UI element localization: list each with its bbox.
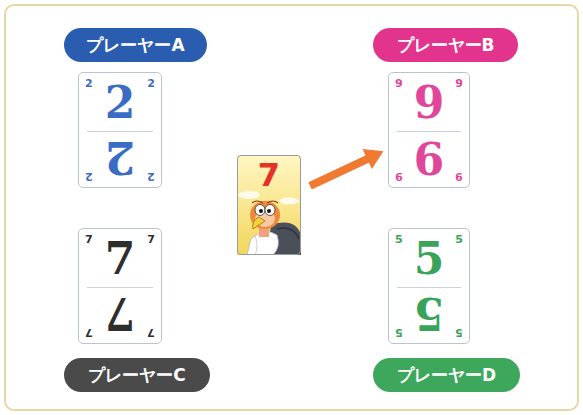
player-name: プレーヤーA [86,37,184,54]
player-label: プレーヤーB [373,28,518,62]
card-number: 7 [79,237,161,281]
card-divider [87,131,153,132]
number-card: 222222 [78,72,162,188]
corner-number: 2 [85,171,93,182]
corner-number: 9 [395,78,403,89]
player-label: プレーヤーD [373,358,520,392]
player-name: プレーヤーD [397,367,496,384]
corner-number: 5 [455,327,463,338]
corner-number: 5 [395,234,403,245]
card-divider [397,131,461,132]
corner-number: 5 [455,234,463,245]
corner-number: 7 [147,234,155,245]
corner-number: 9 [395,171,403,182]
corner-number: 7 [85,327,93,338]
number-card: 555555 [388,228,470,344]
card-divider [87,287,153,288]
player-name: プレーヤーC [88,367,185,384]
corner-number: 2 [147,78,155,89]
card-number: 9 [389,81,469,125]
card-number: 7 [238,159,300,191]
corner-number: 2 [85,78,93,89]
number-card: 777777 [78,228,162,344]
player-label: プレーヤーC [64,358,210,392]
card-number: 2 [79,81,161,125]
corner-number: 7 [85,234,93,245]
player-label: プレーヤーA [64,28,207,62]
card-number: 5 [389,237,469,281]
number-card: 999999 [388,72,470,188]
corner-number: 5 [395,327,403,338]
corner-number: 7 [147,327,155,338]
player-name: プレーヤーB [397,37,495,54]
corner-number: 2 [147,171,155,182]
corner-number: 9 [455,78,463,89]
center-card: 7 [237,155,301,255]
arrow-connector [310,149,383,186]
card-divider [397,287,461,288]
corner-number: 9 [455,171,463,182]
